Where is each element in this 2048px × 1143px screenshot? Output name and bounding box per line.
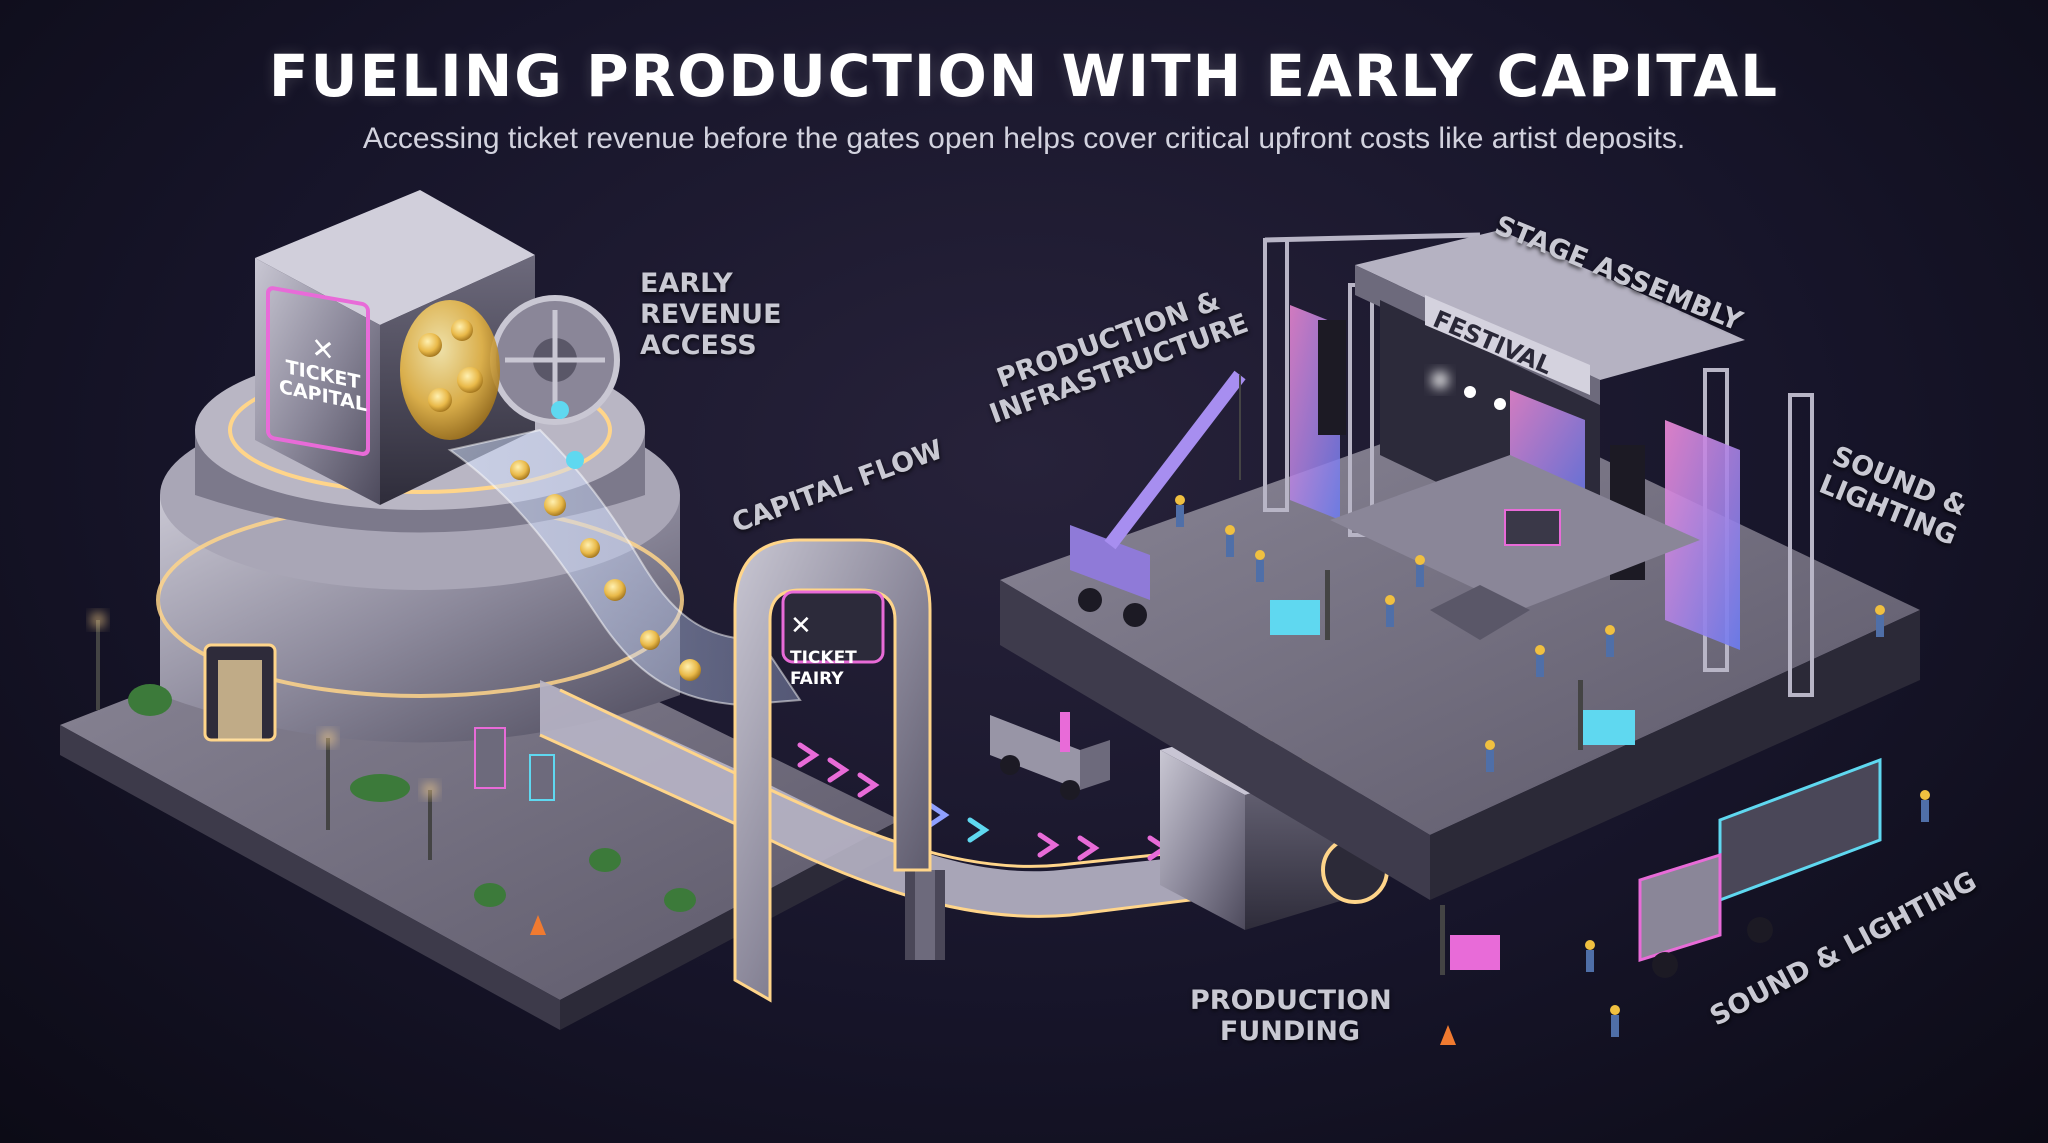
label-production-funding: PRODUCTION FUNDING — [1190, 985, 1392, 1047]
construction-workers — [1175, 495, 1930, 1037]
gate-sign: ✕ TICKET FAIRY — [790, 602, 880, 690]
semi-truck — [1638, 757, 1882, 978]
street-lamps — [92, 614, 436, 860]
coin-spill — [400, 300, 500, 440]
forklift-pink — [1440, 905, 1500, 975]
page-subtitle: Accessing ticket revenue before the gate… — [362, 122, 1686, 155]
traffic-cones — [530, 915, 1456, 1045]
page-title: FUELING PRODUCTION WITH EARLY CAPITAL — [268, 42, 1780, 110]
stage-structure — [1263, 230, 1814, 697]
forklift-cyan-1 — [1270, 570, 1330, 640]
forklift-cyan-2 — [1578, 680, 1635, 750]
label-early-revenue-access: EARLY REVENUE ACCESS — [640, 268, 782, 361]
box-truck — [990, 712, 1110, 800]
x-cross-logo-icon: ✕ — [790, 610, 812, 640]
planters — [128, 684, 696, 912]
label-line: REVENUE — [640, 299, 782, 330]
label-line: EARLY — [640, 268, 733, 299]
crane — [1070, 370, 1246, 627]
label-line: PRODUCTION — [1190, 985, 1392, 1016]
ticket-fairy-gate — [733, 538, 932, 1003]
label-line: ACCESS — [640, 330, 757, 361]
atm-kiosk — [474, 727, 555, 801]
label-line: FUNDING — [1219, 1016, 1361, 1047]
gate-sign-line-1: TICKET — [790, 648, 857, 668]
gate-sign-line-2: FAIRY — [790, 669, 844, 689]
